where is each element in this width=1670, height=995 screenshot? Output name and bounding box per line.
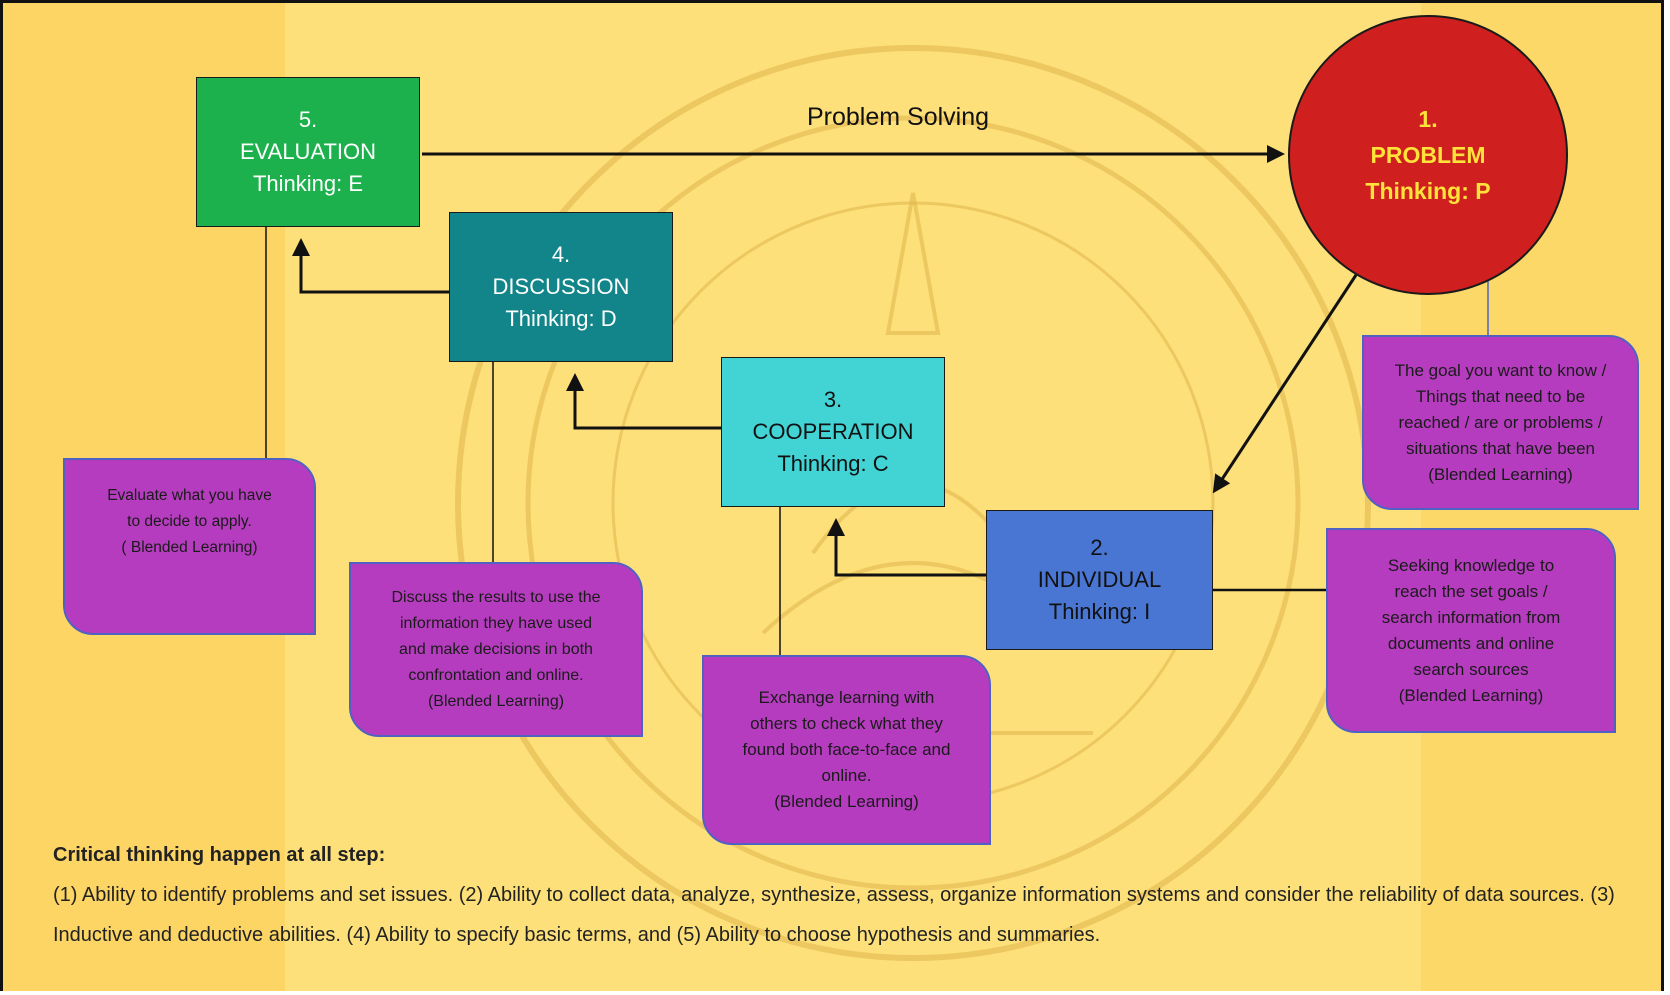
node-problem-title: PROBLEM [1370,142,1486,168]
note-line: others to check what they [750,714,943,733]
arrow-cooperation-to-discussion [566,373,721,430]
note-line: Discuss the results to use the [391,588,601,606]
note-line: search sources [1413,659,1529,679]
note-line: confrontation and online. [408,666,584,684]
note-line: search information from [1381,607,1561,627]
note-line: reach the set goals / [1394,581,1548,601]
node-evaluation-number: 5. [298,107,318,132]
node-problem-thinking: Thinking: P [1365,178,1491,204]
note-line: Things that need to be [1415,386,1586,406]
node-individual: 2. INDIVIDUAL Thinking: I [986,510,1213,650]
node-problem-number: 1. [1418,106,1438,132]
node-discussion-thinking: Thinking: D [505,306,617,331]
node-problem: 1. PROBLEM Thinking: P [1288,15,1568,295]
node-individual-title: INDIVIDUAL [1037,567,1162,592]
node-discussion-number: 4. [551,242,571,267]
note-line: (Blended Learning) [427,692,565,710]
problem-solving-label: Problem Solving [806,103,990,131]
node-evaluation-title: EVALUATION [239,139,377,164]
note-line: online. [821,766,872,785]
footer-title: Critical thinking happen at all step: [53,844,386,866]
node-discussion: 4. DISCUSSION Thinking: D [449,212,673,362]
node-individual-number: 2. [1090,535,1109,560]
note-line: (Blended Learning) [1398,685,1544,705]
footer-body: (1) Ability to identify problems and set… [53,884,1615,946]
note-cooperation: Exchange learning with others to check w… [702,655,991,845]
note-line: to decide to apply. [127,513,252,530]
note-line: Seeking knowledge to [1387,555,1555,575]
node-individual-thinking: Thinking: I [1048,599,1151,624]
node-cooperation-thinking: Thinking: C [777,451,889,476]
note-line: ( Blended Learning) [121,539,258,556]
note-line: (Blended Learning) [1428,464,1573,484]
arrow-discussion-to-evaluation [292,238,449,294]
note-line: Evaluate what you have [107,487,272,504]
note-line: situations that have been [1405,438,1596,458]
note-line: The goal you want to know / [1394,360,1607,380]
note-line: information they have used [399,614,593,632]
node-cooperation: 3. COOPERATION Thinking: C [721,357,945,507]
node-evaluation: 5. EVALUATION Thinking: E [196,77,420,227]
node-evaluation-thinking: Thinking: E [252,171,364,196]
note-line: reached / are or problems / [1398,412,1603,432]
connector-layer [265,145,1489,656]
note-individual: Seeking knowledge to reach the set goals… [1326,528,1616,733]
note-evaluation: Evaluate what you have to decide to appl… [63,458,316,635]
note-line: Exchange learning with [758,688,935,707]
note-line: and make decisions in both [399,640,593,658]
arrow-problem-to-individual [1212,274,1358,494]
arrow-individual-to-cooperation [827,518,986,577]
critical-thinking-footer: Critical thinking happen at all step: (1… [53,835,1623,955]
note-line: found both face-to-face and [742,740,951,759]
node-cooperation-title: COOPERATION [752,419,914,444]
note-line: (Blended Learning) [774,792,919,811]
node-cooperation-number: 3. [823,387,843,412]
note-discussion: Discuss the results to use the informati… [349,562,643,737]
note-line: documents and online [1387,633,1555,653]
node-discussion-title: DISCUSSION [492,274,630,299]
note-problem: The goal you want to know / Things that … [1362,335,1639,510]
